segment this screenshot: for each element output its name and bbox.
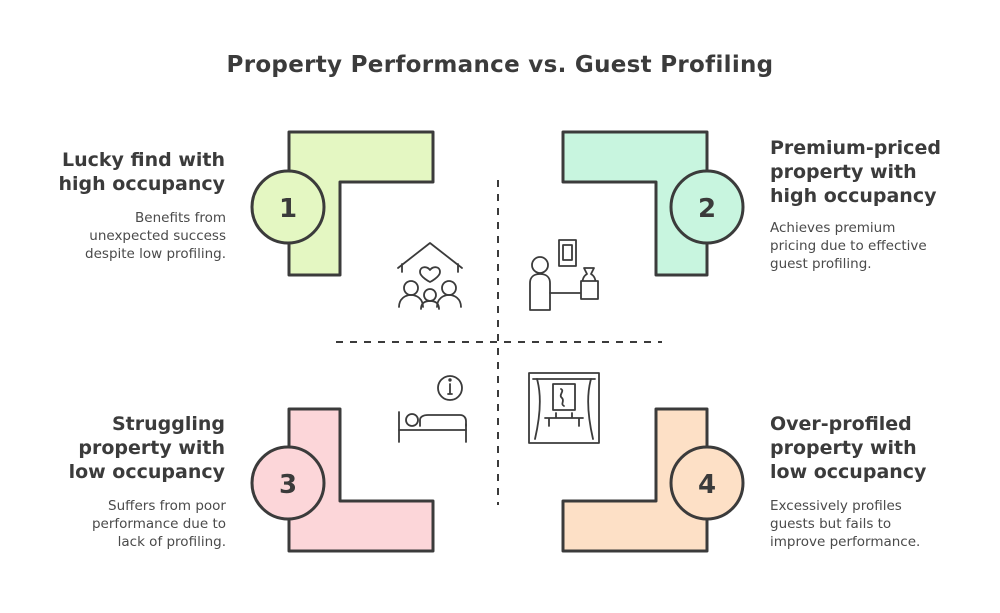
quadrant-1-description: Benefits from unexpected success despite… — [85, 209, 226, 263]
quadrant-2-description-line-1: Achieves premium — [770, 220, 896, 236]
quadrant-3-shape — [287, 407, 435, 553]
quadrant-2-heading-line-3: high occupancy — [770, 185, 937, 207]
quadrant-4-description: Excessively profiles guests but fails to… — [770, 497, 920, 551]
quadrant-2-description-line-3: guest profiling. — [770, 256, 872, 272]
quadrant-2-heading-line-1: Premium-priced — [770, 137, 941, 159]
quadrant-1-description-line-2: unexpected success — [89, 228, 226, 244]
quadrant-4-circle — [669, 445, 745, 521]
quadrant-3-heading-line-1: Struggling — [111, 413, 225, 435]
quadrant-3-description: Suffers from poor performance due to lac… — [92, 497, 226, 551]
quadrant-1-description-line-3: despite low profiling. — [85, 246, 226, 262]
quadrant-3-heading-line-2: property with — [78, 437, 225, 459]
quadrant-4-description-line-1: Excessively profiles — [770, 498, 902, 514]
quadrant-3-description-line-3: lack of profiling. — [117, 534, 226, 550]
quadrant-1-number: 1 — [279, 194, 297, 224]
quadrant-1-heading-line-1: Lucky find with — [61, 149, 225, 171]
quadrant-4-description-line-2: guests but fails to — [770, 516, 892, 532]
quadrant-1-heading-line-2: high occupancy — [58, 173, 225, 195]
quadrant-3-description-line-1: Suffers from poor — [108, 498, 226, 514]
quadrant-4-number: 4 — [698, 470, 716, 500]
quadrant-3-heading-line-3: low occupancy — [68, 461, 225, 483]
quadrant-1-shape — [287, 130, 435, 277]
quadrant-4-heading-line-3: low occupancy — [770, 461, 927, 483]
quadrant-2-number: 2 — [698, 194, 716, 224]
diagram-title: Property Performance vs. Guest Profiling — [226, 52, 774, 78]
quadrant-3-heading: Struggling property with low occupancy — [69, 412, 225, 484]
quadrant-2-heading-line-2: property with — [770, 161, 917, 183]
quadrant-1-circle — [250, 169, 326, 245]
quadrant-2-description-line-2: pricing due to effective — [770, 238, 927, 254]
bed-info-icon — [398, 375, 467, 443]
quadrant-2-shape — [561, 130, 709, 277]
family-house-icon — [397, 242, 463, 310]
quadrant-2-description: Achieves premium pricing due to effectiv… — [770, 219, 927, 273]
quadrant-4-heading: Over-profiled property with low occupanc… — [770, 412, 926, 484]
quadrant-3-circle — [250, 445, 326, 521]
quadrant-1-description-line-1: Benefits from — [135, 210, 226, 226]
luxury-room-icon — [528, 372, 600, 444]
quadrant-4-shape — [561, 407, 709, 553]
quadrant-2-circle — [669, 169, 745, 245]
quadrant-4-heading-line-1: Over-profiled — [770, 413, 912, 435]
concierge-desk-icon — [529, 239, 599, 311]
quadrant-3-number: 3 — [279, 470, 297, 500]
quadrant-4-heading-line-2: property with — [770, 437, 917, 459]
quadrant-2-heading: Premium-priced property with high occupa… — [770, 136, 941, 208]
quadrant-4-description-line-3: improve performance. — [770, 534, 921, 550]
quadrant-3-description-line-2: performance due to — [91, 516, 226, 532]
quadrant-1-heading: Lucky find with high occupancy — [59, 148, 225, 196]
